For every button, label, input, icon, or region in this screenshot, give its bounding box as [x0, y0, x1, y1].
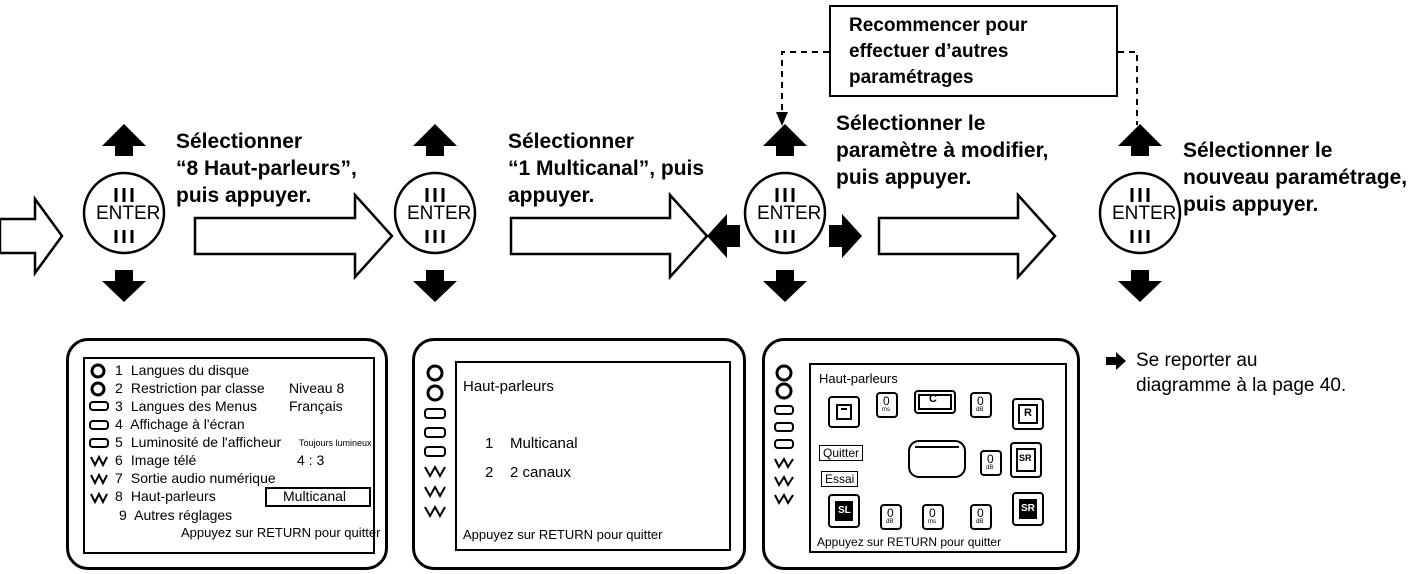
value-zero: 0: [887, 506, 894, 520]
repeat-line-right: [1118, 51, 1138, 125]
menu-value-3: Français: [289, 398, 343, 414]
option-1[interactable]: 1 Multicanal: [485, 435, 578, 452]
front-left-speaker-icon: [828, 396, 860, 428]
up-arrow-2: [413, 124, 457, 156]
flow-arrow-1: [193, 191, 394, 281]
left-arrow-3: [707, 214, 740, 258]
repeat-line-left: [781, 51, 829, 115]
center-speaker-icon: [914, 390, 956, 414]
flow-arrow-0: [0, 195, 64, 277]
enter-label-1: ENTER: [96, 203, 161, 224]
enter-label-2: ENTER: [407, 203, 472, 224]
listener-seat-icon: [908, 440, 966, 478]
quit-button[interactable]: Quitter: [819, 445, 864, 461]
side-right-label: SR: [1019, 453, 1032, 463]
reference-arrow-icon: [1106, 352, 1126, 370]
value-unit-db: dB: [986, 465, 994, 471]
speaker-settings-screen: Haut-parleurs: [762, 338, 1080, 570]
center-speaker-label: C: [929, 393, 937, 405]
speaker-mode-panel: Haut-parleurs 1 Multicanal 2 2 canaux Ap…: [455, 361, 731, 551]
down-arrow-3: [763, 270, 807, 302]
front-right-label: R: [1024, 407, 1032, 419]
front-right-speaker-icon: [1012, 398, 1044, 430]
speaker-mode-screen: Haut-parleurs 1 Multicanal 2 2 canaux Ap…: [412, 338, 746, 570]
flow-arrow-3: [877, 191, 1057, 281]
menu-item-7[interactable]: 7 Sortie audio numérique: [115, 470, 276, 486]
menu-item-8-selected[interactable]: 8 Haut-parleurs Multicanal: [115, 487, 371, 507]
enter-label-4: ENTER: [1112, 203, 1177, 224]
setup-menu-screen: 1 Langues du disque 2 Restriction par cl…: [66, 338, 388, 570]
reference-note: Se reporter au diagramme à la page 40.: [1136, 350, 1347, 396]
panel-title: Haut-parleurs: [463, 378, 554, 395]
menu-value-2: Niveau 8: [289, 380, 345, 396]
enter-circle-3: [743, 171, 827, 255]
menu-item-9[interactable]: 9 Autres réglages: [119, 507, 233, 523]
repeat-note-box: Recommencer pour effectuer d’autres para…: [829, 5, 1118, 97]
up-arrow-3: [763, 124, 807, 156]
menu-list: 1 Langues du disque 2 Restriction par cl…: [115, 362, 380, 542]
enter-circle-1: [82, 171, 166, 255]
menu-item-6[interactable]: 6 Image télé: [115, 452, 197, 468]
step-4-instruction: Sélectionner le nouveau paramétrage, pui…: [1183, 139, 1408, 216]
value-zero: 0: [929, 506, 936, 520]
value-zero: 0: [987, 452, 994, 466]
rear-right-label: SR: [1021, 503, 1035, 514]
return-hint: Appuyez sur RETURN pour quitter: [817, 535, 1002, 549]
flow-arrow-2: [509, 191, 709, 281]
menu-icons-column: [89, 363, 109, 505]
option-2[interactable]: 2 2 canaux: [485, 464, 571, 481]
selected-value-box: [265, 487, 371, 507]
menu-value-8: Multicanal: [283, 488, 347, 504]
return-hint: Appuyez sur RETURN pour quitter: [181, 525, 381, 540]
up-arrow-1: [102, 124, 146, 156]
rear-left-label: SL: [838, 505, 851, 516]
value-unit-db: dB: [886, 519, 894, 525]
right-arrow-3: [829, 214, 862, 258]
down-arrow-2: [413, 270, 457, 302]
menu-icons-column: [424, 364, 446, 519]
test-button[interactable]: Essai: [821, 471, 859, 487]
down-arrow-1: [102, 270, 146, 302]
value-unit-db: dB: [976, 519, 984, 525]
value-zero: 0: [977, 506, 984, 520]
menu-item-3[interactable]: 3 Langues des Menus: [115, 398, 257, 414]
value-zero: 0: [883, 394, 890, 408]
enter-label-3: ENTER: [757, 203, 822, 224]
speaker-settings-panel: Haut-parleurs: [809, 363, 1067, 553]
menu-value-6: 4 : 3: [297, 452, 325, 468]
step-2-instruction: Sélectionner “1 Multicanal”, puis appuye…: [508, 130, 705, 207]
value-unit-db: dB: [976, 407, 984, 413]
side-right-speaker-icon: [1010, 442, 1042, 478]
repeat-arrowhead: [776, 112, 788, 126]
menu-item-5[interactable]: 5 Luminosité de l'afficheur: [115, 434, 282, 450]
setup-menu-panel: 1 Langues du disque 2 Restriction par cl…: [83, 357, 380, 554]
speaker-layout: [828, 390, 1044, 530]
enter-circle-4: [1098, 171, 1182, 255]
menu-icons-column: [774, 364, 794, 506]
step-3-instruction: Sélectionner le paramètre à modifier, pu…: [836, 112, 1049, 189]
menu-item-4[interactable]: 4 Affichage à l'écran: [115, 416, 245, 432]
value-unit-ms: ms: [928, 519, 936, 525]
value-zero: 0: [977, 394, 984, 408]
return-hint: Appuyez sur RETURN pour quitter: [463, 527, 663, 542]
enter-circle-2: [393, 171, 477, 255]
menu-value-5: Toujours lumineux: [299, 438, 372, 448]
menu-item-2[interactable]: 2 Restriction par classe: [115, 380, 265, 396]
panel-title: Haut-parleurs: [819, 371, 898, 386]
menu-item-1[interactable]: 1 Langues du disque: [115, 362, 250, 378]
up-arrow-4: [1118, 124, 1162, 156]
step-1-instruction: Sélectionner “8 Haut-parleurs”, puis app…: [176, 130, 357, 207]
value-unit-ms: ms: [882, 407, 890, 413]
down-arrow-4: [1118, 270, 1162, 302]
